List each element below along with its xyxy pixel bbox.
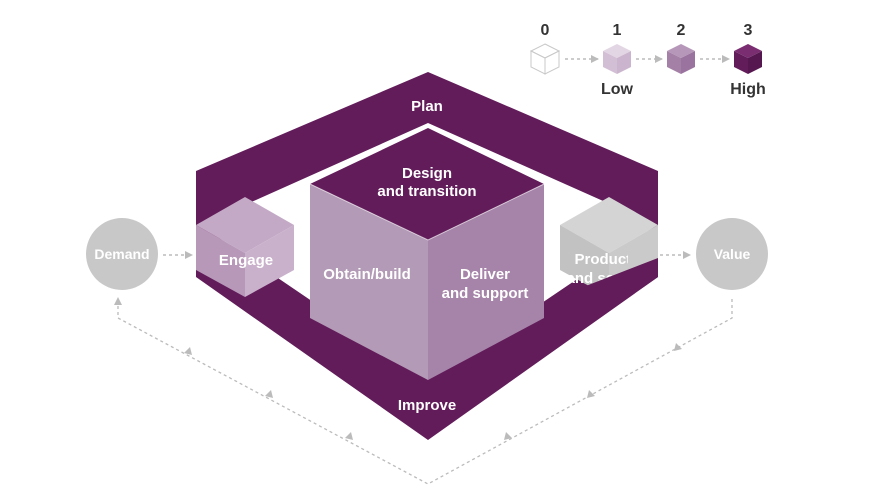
center-cube: Design and transition Obtain/build Deliv… [309, 128, 545, 380]
demand-label: Demand [94, 246, 149, 262]
feedback-chevron [345, 432, 353, 440]
demand-circle [86, 218, 158, 290]
engage-cube-left [196, 225, 245, 297]
feedback-chevron [674, 343, 682, 351]
products-cube-left [560, 225, 609, 297]
ring-shape [196, 72, 658, 440]
legend-caption-high: High [730, 81, 766, 98]
plan-improve-ring [196, 72, 658, 440]
legend-number-2: 2 [677, 22, 686, 39]
feedback-chevron [184, 347, 192, 355]
products-label-line1: Products [574, 251, 639, 268]
legend-number-0: 0 [541, 22, 550, 39]
legend-cube-level-2 [667, 44, 695, 74]
obtain-build-label: Obtain/build [323, 266, 411, 283]
demand-node: Demand [86, 218, 158, 290]
engage-cube-right [245, 225, 294, 297]
legend: 0 1 2 3 Low High [529, 22, 766, 98]
value-node: Value [696, 218, 768, 290]
legend-number-1: 1 [613, 22, 622, 39]
value-label: Value [714, 246, 751, 262]
legend-number-3: 3 [744, 22, 753, 39]
deliver-label-line2: and support [442, 285, 529, 302]
value-circle [696, 218, 768, 290]
plan-label: Plan [411, 98, 443, 115]
deliver-label-line1: Deliver [460, 266, 510, 283]
feedback-loop-path [114, 297, 733, 485]
design-label-line1: Design [402, 165, 452, 182]
feedback-chevron [587, 390, 595, 398]
legend-cube-level-3 [734, 44, 762, 74]
center-cube-edge [309, 183, 545, 241]
feedback-chevron [265, 390, 273, 398]
products-cube: Products and services [560, 197, 658, 345]
legend-cube-level-0 [529, 43, 561, 75]
design-label-line2: and transition [377, 183, 476, 200]
legend-cube-level-1 [603, 44, 631, 74]
center-cube-left [310, 184, 428, 380]
engage-cube: Engage [196, 197, 294, 297]
products-ring-overlap [560, 258, 658, 345]
feedback-chevron [504, 432, 512, 440]
center-cube-right [428, 184, 544, 380]
improve-label: Improve [398, 397, 456, 414]
legend-caption-low: Low [601, 81, 634, 98]
feedback-loop [114, 297, 733, 485]
engage-label: Engage [219, 252, 273, 269]
